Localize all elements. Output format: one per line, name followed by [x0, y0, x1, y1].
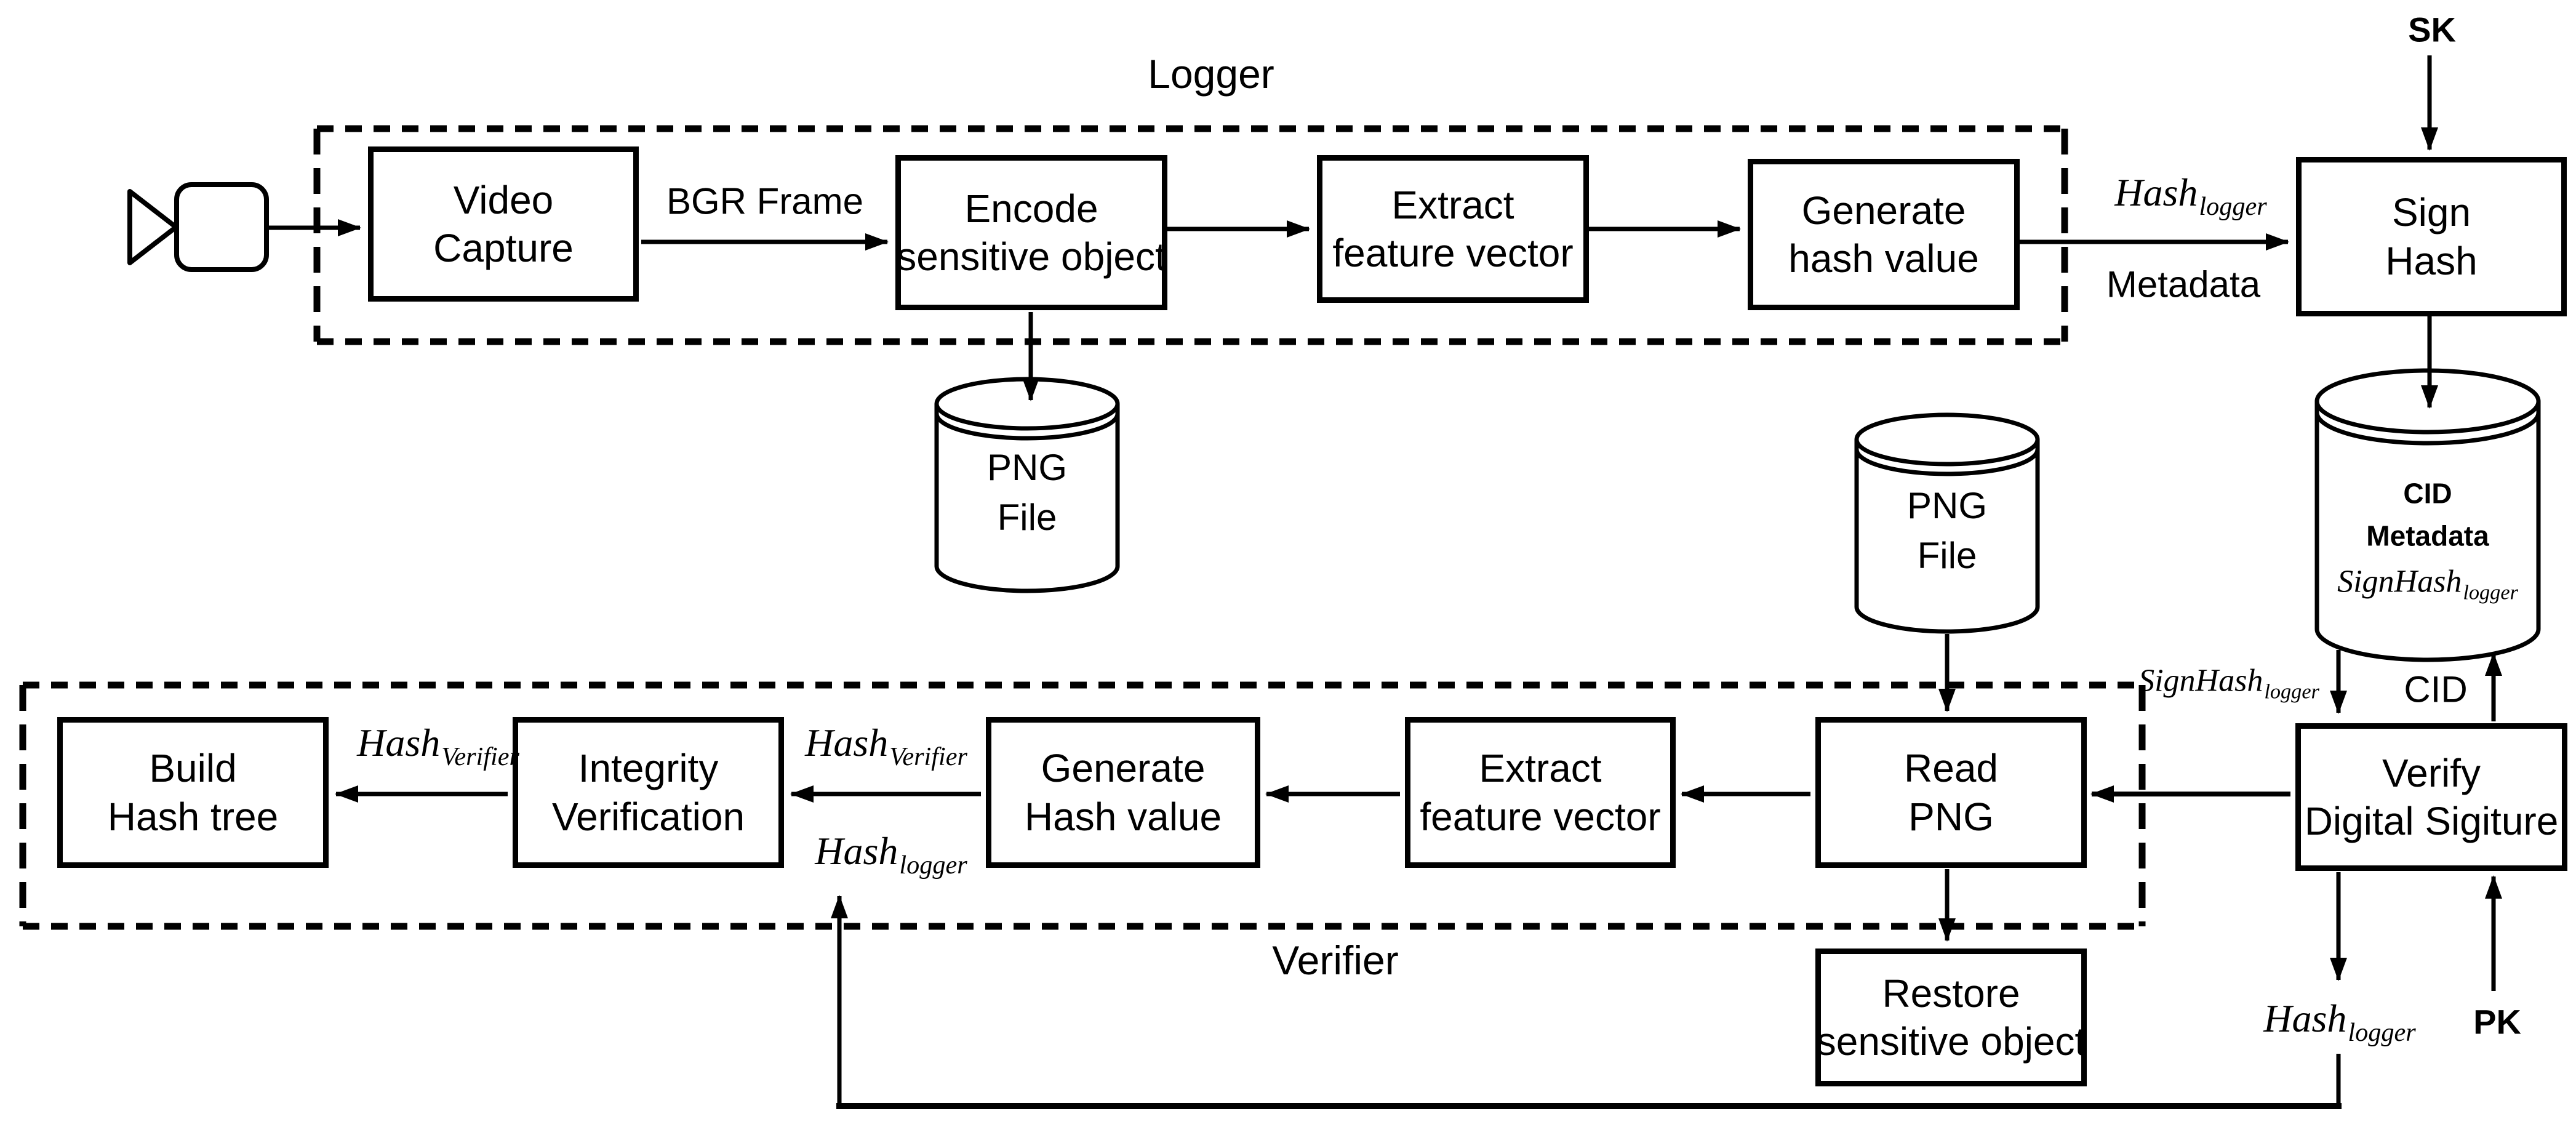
generate-logger-label-line1: Generate: [1801, 188, 1966, 233]
sk-key-label: SK: [2408, 10, 2456, 49]
generate-verifier-label-line1: Generate: [1041, 746, 1206, 791]
restore-label-line1: Restore: [1882, 971, 2020, 1016]
generate-hash-value-box-verifier: Generate Hash value: [986, 717, 1260, 868]
encode-sensitive-object-box: Encode sensitive object: [895, 155, 1167, 310]
video-capture-label-line1: Video: [453, 177, 554, 222]
encode-label-line1: Encode: [964, 186, 1098, 231]
png-file-right-label: PNG File: [1907, 481, 1987, 580]
logger-section-title: Logger: [1148, 51, 1274, 97]
hash-logger-output-label: Hashlogger: [2114, 170, 2267, 221]
logger-dashed-box: [313, 125, 2068, 345]
integrity-verification-box: Integrity Verification: [513, 717, 784, 868]
generate-verifier-label-line2: Hash value: [1024, 794, 1222, 839]
hash-verifier-left-label: HashVerifier: [357, 721, 519, 771]
verify-digital-signature-box: Verify Digital Sigiture: [2295, 723, 2567, 871]
encode-label-line2: sensitive object: [897, 235, 1166, 279]
hash-logger-mid-label: Hashlogger: [815, 829, 967, 880]
extract-feature-vector-box-verifier: Extract feature vector: [1405, 717, 1676, 868]
read-png-label-line2: PNG: [1908, 794, 1994, 839]
png-left-line2: File: [997, 497, 1057, 538]
extract-feature-vector-box-logger: Extract feature vector: [1317, 155, 1589, 303]
integrity-label-line1: Integrity: [578, 746, 719, 791]
integrity-label-line2: Verification: [551, 794, 745, 839]
sign-hash-box: Sign Hash: [2296, 157, 2567, 316]
video-camera-icon: [127, 182, 269, 272]
cid-store-line1: CID: [2403, 477, 2452, 510]
verifier-section-title: Verifier: [1272, 937, 1399, 983]
read-png-box: Read PNG: [1815, 717, 2087, 868]
cid-store-line2: Metadata: [2366, 519, 2489, 552]
cid-store-signhash: SignHashlogger: [2337, 564, 2518, 604]
png-left-line1: PNG: [986, 447, 1068, 488]
bgr-frame-label: BGR Frame: [666, 180, 864, 222]
png-file-cylinder-right: [1854, 412, 2040, 634]
restore-sensitive-object-box: Restore sensitive object: [1815, 949, 2087, 1086]
png-file-left-label: PNG File: [987, 443, 1067, 542]
extract-logger-label-line2: feature vector: [1332, 231, 1574, 275]
sign-hash-label-line2: Hash: [2385, 238, 2478, 283]
signhash-to-verify-label: SignHashlogger: [2138, 663, 2319, 704]
video-capture-label-line2: Capture: [433, 226, 574, 270]
build-hash-tree-box: Build Hash tree: [57, 717, 329, 868]
build-hash-tree-label-line2: Hash tree: [107, 794, 279, 839]
verifier-dashed-box: [19, 681, 2146, 930]
extract-logger-label-line1: Extract: [1391, 182, 1514, 227]
verify-label-line1: Verify: [2382, 750, 2481, 795]
read-png-label-line1: Read: [1904, 746, 1998, 791]
hash-logger-bottom-label: Hashlogger: [2263, 997, 2416, 1047]
png-right-line1: PNG: [1906, 485, 1988, 526]
generate-hash-value-box-logger: Generate hash value: [1748, 159, 2020, 310]
extract-verifier-label-line1: Extract: [1479, 746, 1602, 791]
png-file-cylinder-left: [934, 377, 1120, 593]
sign-hash-label-line1: Sign: [2391, 190, 2471, 235]
cid-arrow-label: CID: [2404, 668, 2468, 710]
cid-store-label: CID Metadata SignHashlogger: [2337, 473, 2518, 605]
png-right-line2: File: [1917, 535, 1977, 576]
generate-logger-label-line2: hash value: [1788, 236, 1979, 281]
build-hash-tree-label-line1: Build: [149, 746, 237, 791]
verify-label-line2: Digital Sigiture: [2304, 799, 2559, 843]
hash-verifier-mid-label: HashVerifier: [805, 721, 967, 771]
extract-verifier-label-line2: feature vector: [1420, 794, 1661, 839]
metadata-label: Metadata: [2106, 263, 2261, 305]
pk-key-label: PK: [2473, 1002, 2521, 1041]
video-capture-box: Video Capture: [368, 146, 639, 302]
restore-label-line2: sensitive object: [1816, 1019, 2086, 1064]
